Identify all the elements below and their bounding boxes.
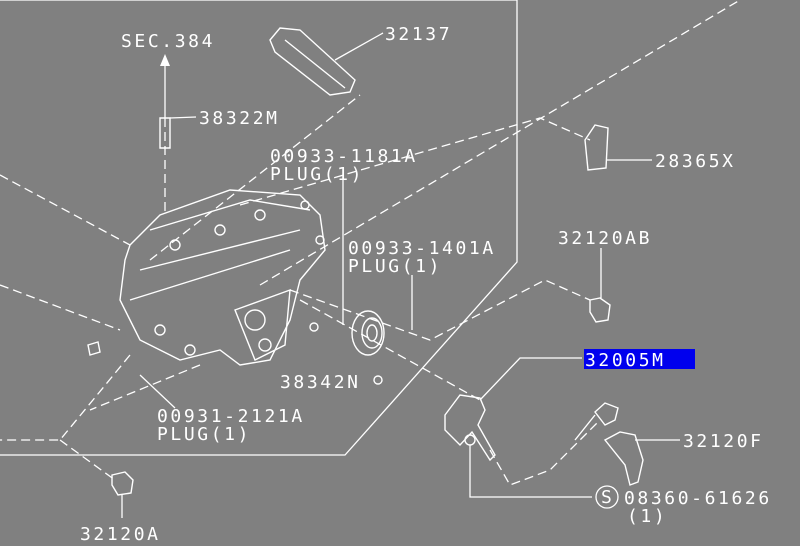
label-plug-2121A: PLUG(1) (157, 424, 251, 445)
bolt-32120F (574, 402, 619, 441)
bracket-32120F (603, 431, 644, 486)
oil-seal (351, 310, 385, 356)
label-00933-1181A[interactable]: 00933-1181A (270, 146, 418, 167)
label-sec-384[interactable]: SEC.384 (121, 31, 215, 52)
sec-arrow (160, 54, 170, 118)
label-32120AB[interactable]: 32120AB (558, 228, 652, 249)
lever-32005M (444, 394, 496, 462)
bolt-32120A (111, 471, 134, 496)
guide-lines (0, 0, 741, 486)
plug-38342N (373, 375, 383, 385)
label-00931-2121A[interactable]: 00931-2121A (157, 406, 305, 427)
label-38342N[interactable]: 38342N (280, 372, 361, 393)
bracket-32137 (269, 27, 356, 96)
selected-highlight (584, 349, 695, 369)
label-08360-61626[interactable]: 08360-61626 (624, 488, 772, 509)
bolt-32120AB (589, 297, 611, 323)
label-32120F[interactable]: 32120F (683, 431, 764, 452)
label-plug-1181A: PLUG(1) (270, 164, 364, 185)
label-28365X[interactable]: 28365X (655, 151, 736, 172)
label-00933-1401A[interactable]: 00933-1401A (348, 238, 496, 259)
assembly-frame (0, 0, 518, 456)
standard-part-symbol (595, 485, 619, 509)
transmission-case (119, 189, 326, 366)
bracket-28365X (584, 124, 609, 171)
standard-part-letter: S (601, 487, 612, 508)
switch-38322M (159, 117, 171, 149)
label-qty: (1) (627, 506, 667, 527)
label-32005M[interactable]: 32005M (585, 350, 666, 371)
label-38322M[interactable]: 38322M (199, 108, 280, 129)
plug-1401A (309, 322, 319, 332)
plug-2121A (87, 341, 101, 356)
label-32120A[interactable]: 32120A (80, 524, 161, 545)
label-32137[interactable]: 32137 (385, 24, 452, 45)
label-plug-1401A: PLUG(1) (348, 256, 442, 277)
leader-lines (121, 32, 680, 518)
